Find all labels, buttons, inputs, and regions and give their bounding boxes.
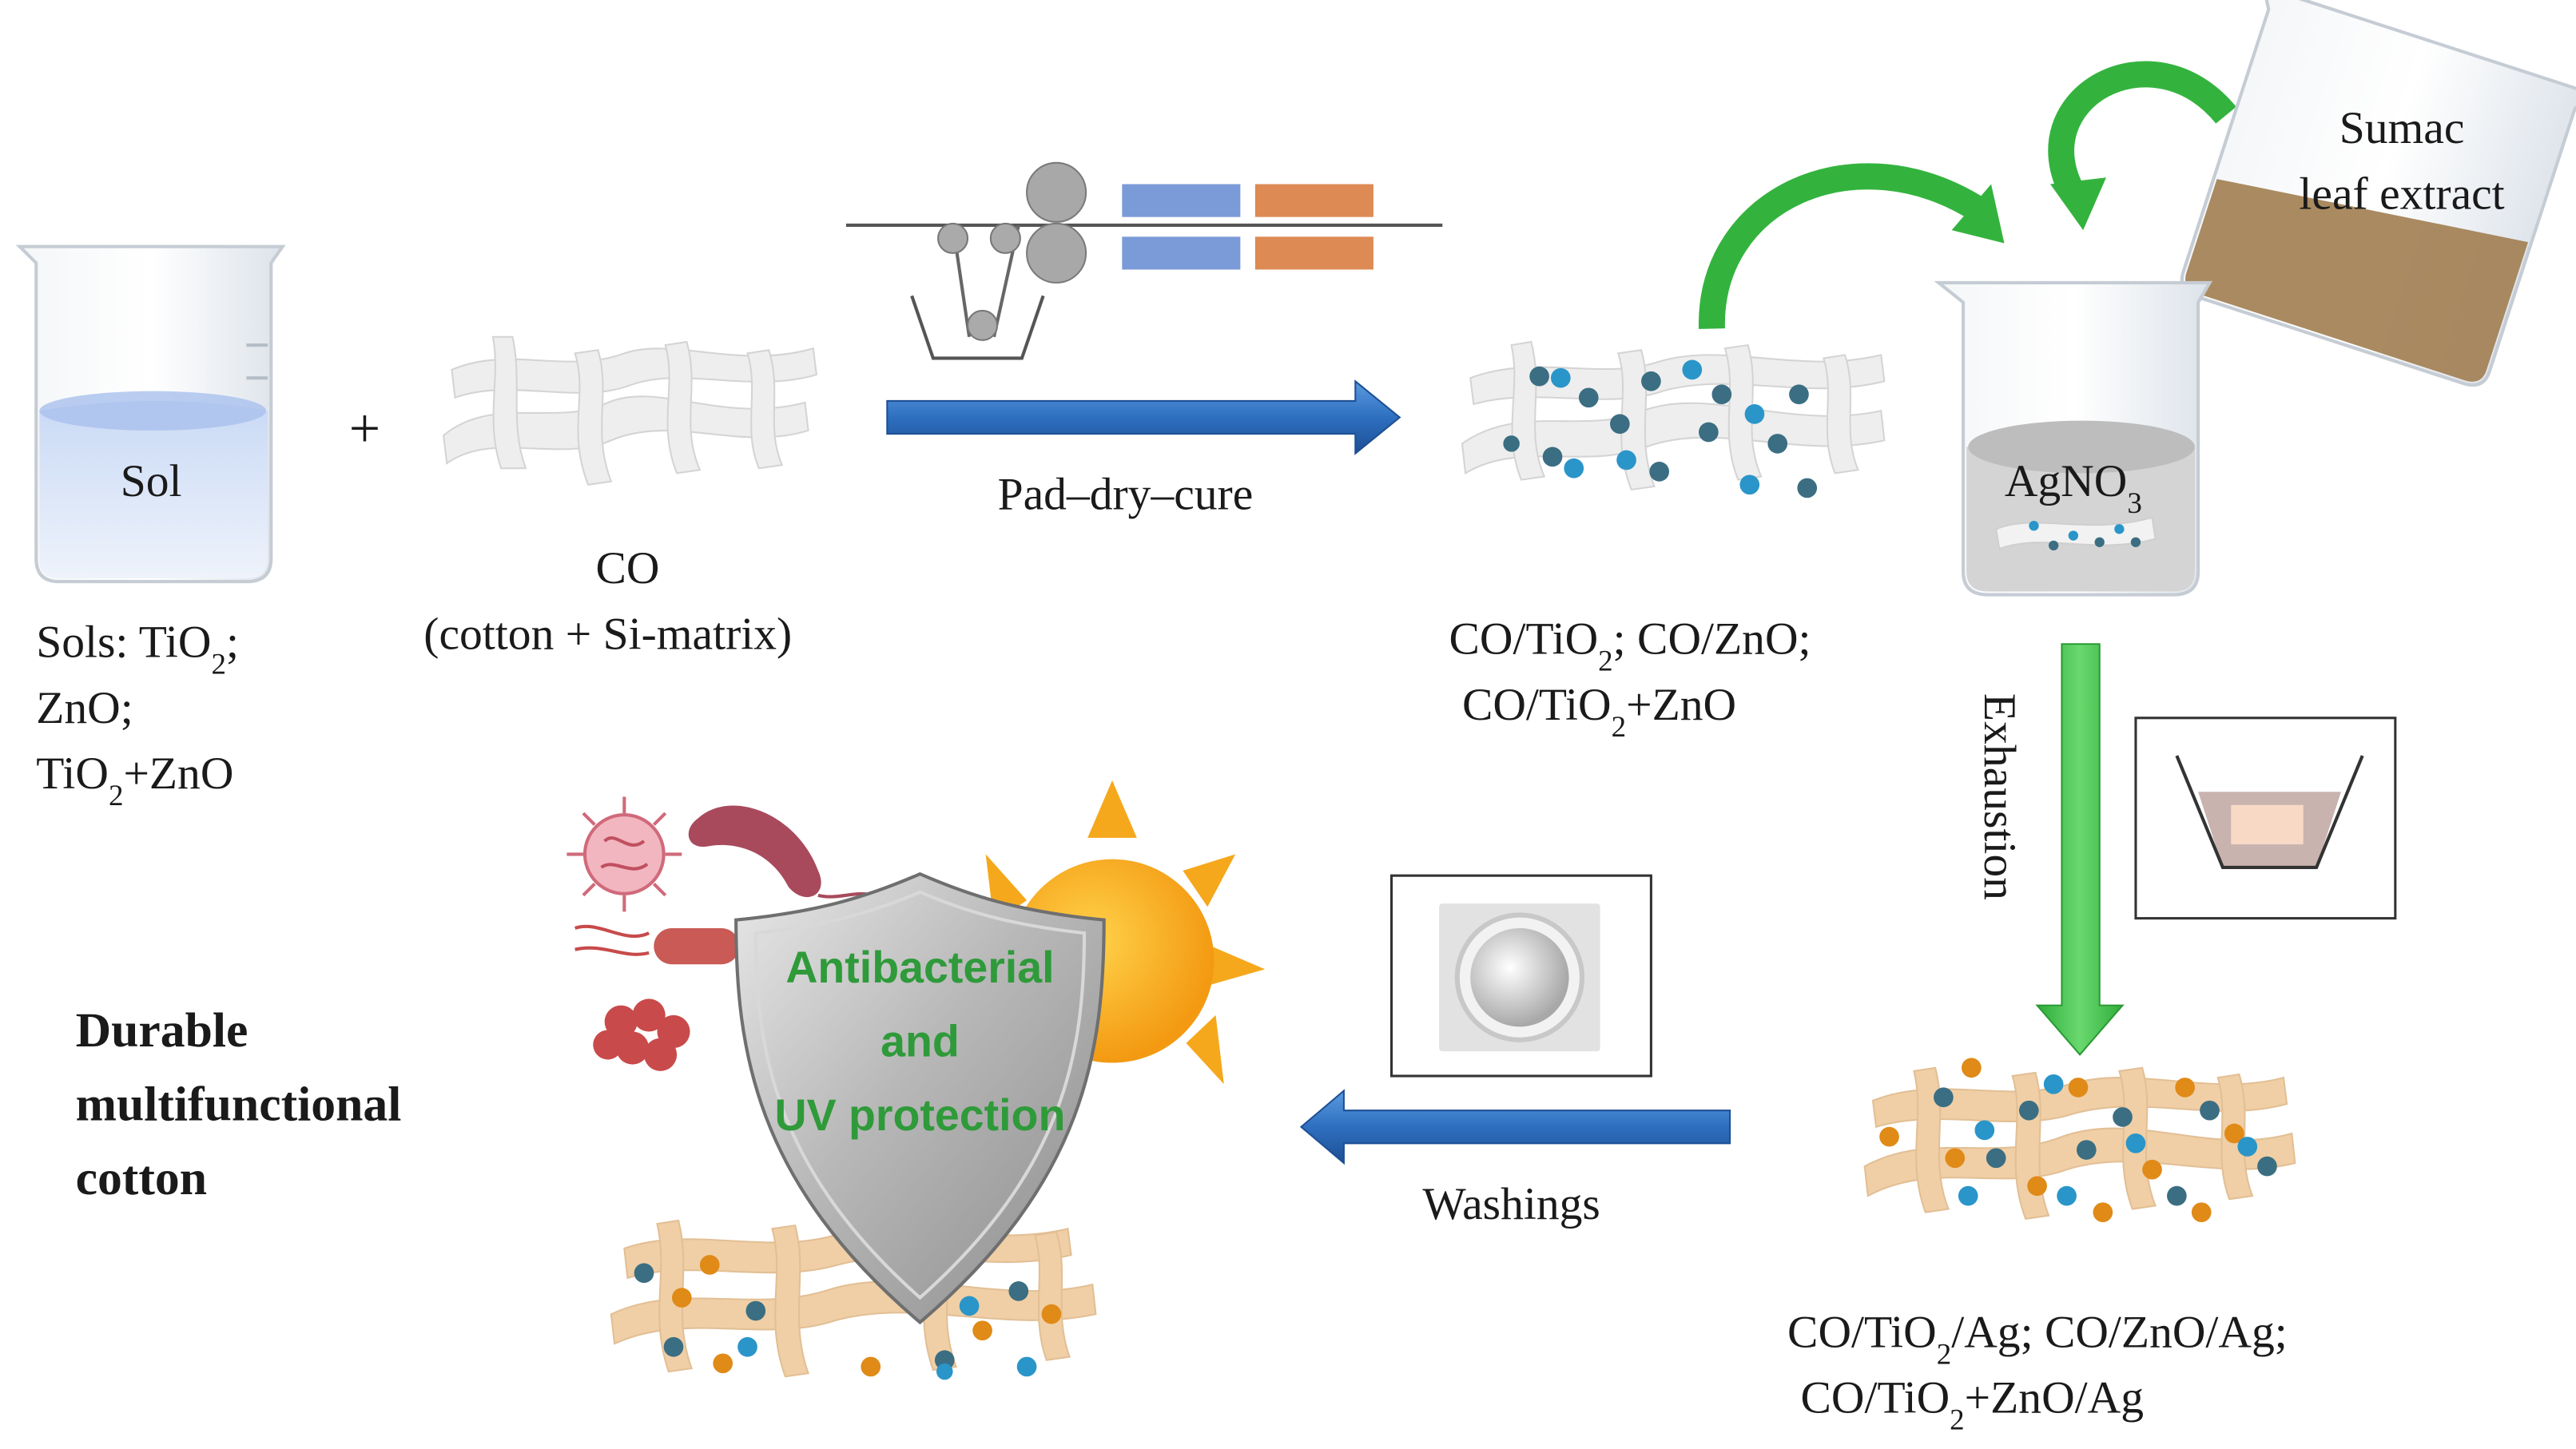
beaker-icon bbox=[15, 244, 286, 584]
green-curved-arrow-sumac bbox=[2048, 61, 2236, 231]
padder-icon bbox=[845, 161, 1443, 360]
sol-label: Sol bbox=[121, 456, 182, 506]
coccus-icon bbox=[593, 998, 690, 1071]
bacteria-icon bbox=[688, 805, 875, 899]
agno3-label: AgNO3 bbox=[2005, 456, 2142, 520]
exhaustion-label: Exhaustion bbox=[1974, 693, 2025, 900]
pad-dry-cure-label: Pad–dry–cure bbox=[998, 470, 1254, 520]
silver-line-2: CO/TiO2+ZnO/Ag bbox=[1801, 1373, 2145, 1437]
shield-line-1: Antibacterial bbox=[785, 943, 1054, 992]
result-line-1: Durable bbox=[76, 1003, 248, 1058]
co-label: CO bbox=[595, 543, 659, 593]
result-line-2: multifunctional bbox=[76, 1078, 402, 1132]
washing-machine-icon bbox=[1389, 874, 1652, 1078]
sols-line-3: TiO2+ZnO bbox=[36, 748, 233, 812]
shield-icon bbox=[734, 871, 1106, 1325]
washings-label: Washings bbox=[1422, 1179, 1600, 1229]
green-curved-arrow-fabric bbox=[1699, 163, 2005, 329]
bacteria-rod-icon bbox=[574, 924, 740, 965]
coated-line-1: CO/TiO2; CO/ZnO; bbox=[1449, 614, 1811, 678]
plus-sign: + bbox=[349, 399, 380, 460]
co-sublabel: (cotton + Si-matrix) bbox=[423, 609, 792, 659]
fabric-icon bbox=[443, 335, 818, 486]
shield-line-2: and bbox=[881, 1016, 960, 1066]
coated-line-2: CO/TiO2+ZnO bbox=[1462, 680, 1736, 743]
sumac-line-1: Sumac bbox=[2339, 103, 2465, 153]
silver-fabric-icon bbox=[1863, 1058, 2296, 1223]
washings-arrow bbox=[1299, 1089, 1731, 1165]
result-line-3: cotton bbox=[76, 1151, 207, 1205]
silver-line-1: CO/TiO2/Ag; CO/ZnO/Ag; bbox=[1787, 1307, 2288, 1370]
sols-line-1: Sols: TiO2; bbox=[36, 617, 239, 681]
exhaustion-bath-icon bbox=[2134, 717, 2397, 920]
sols-line-2: ZnO; bbox=[36, 683, 133, 733]
protected-fabric-icon bbox=[610, 1219, 1097, 1380]
exhaustion-arrow bbox=[2035, 643, 2125, 1056]
sumac-line-2: leaf extract bbox=[2299, 169, 2504, 219]
agno3-beaker-icon bbox=[1934, 280, 2213, 597]
sumac-beaker-icon bbox=[2180, 0, 2576, 387]
virus-icon bbox=[566, 796, 682, 912]
shield-line-3: UV protection bbox=[775, 1090, 1066, 1140]
coated-fabric-icon bbox=[1461, 340, 1886, 498]
pad-dry-cure-arrow bbox=[886, 379, 1401, 455]
